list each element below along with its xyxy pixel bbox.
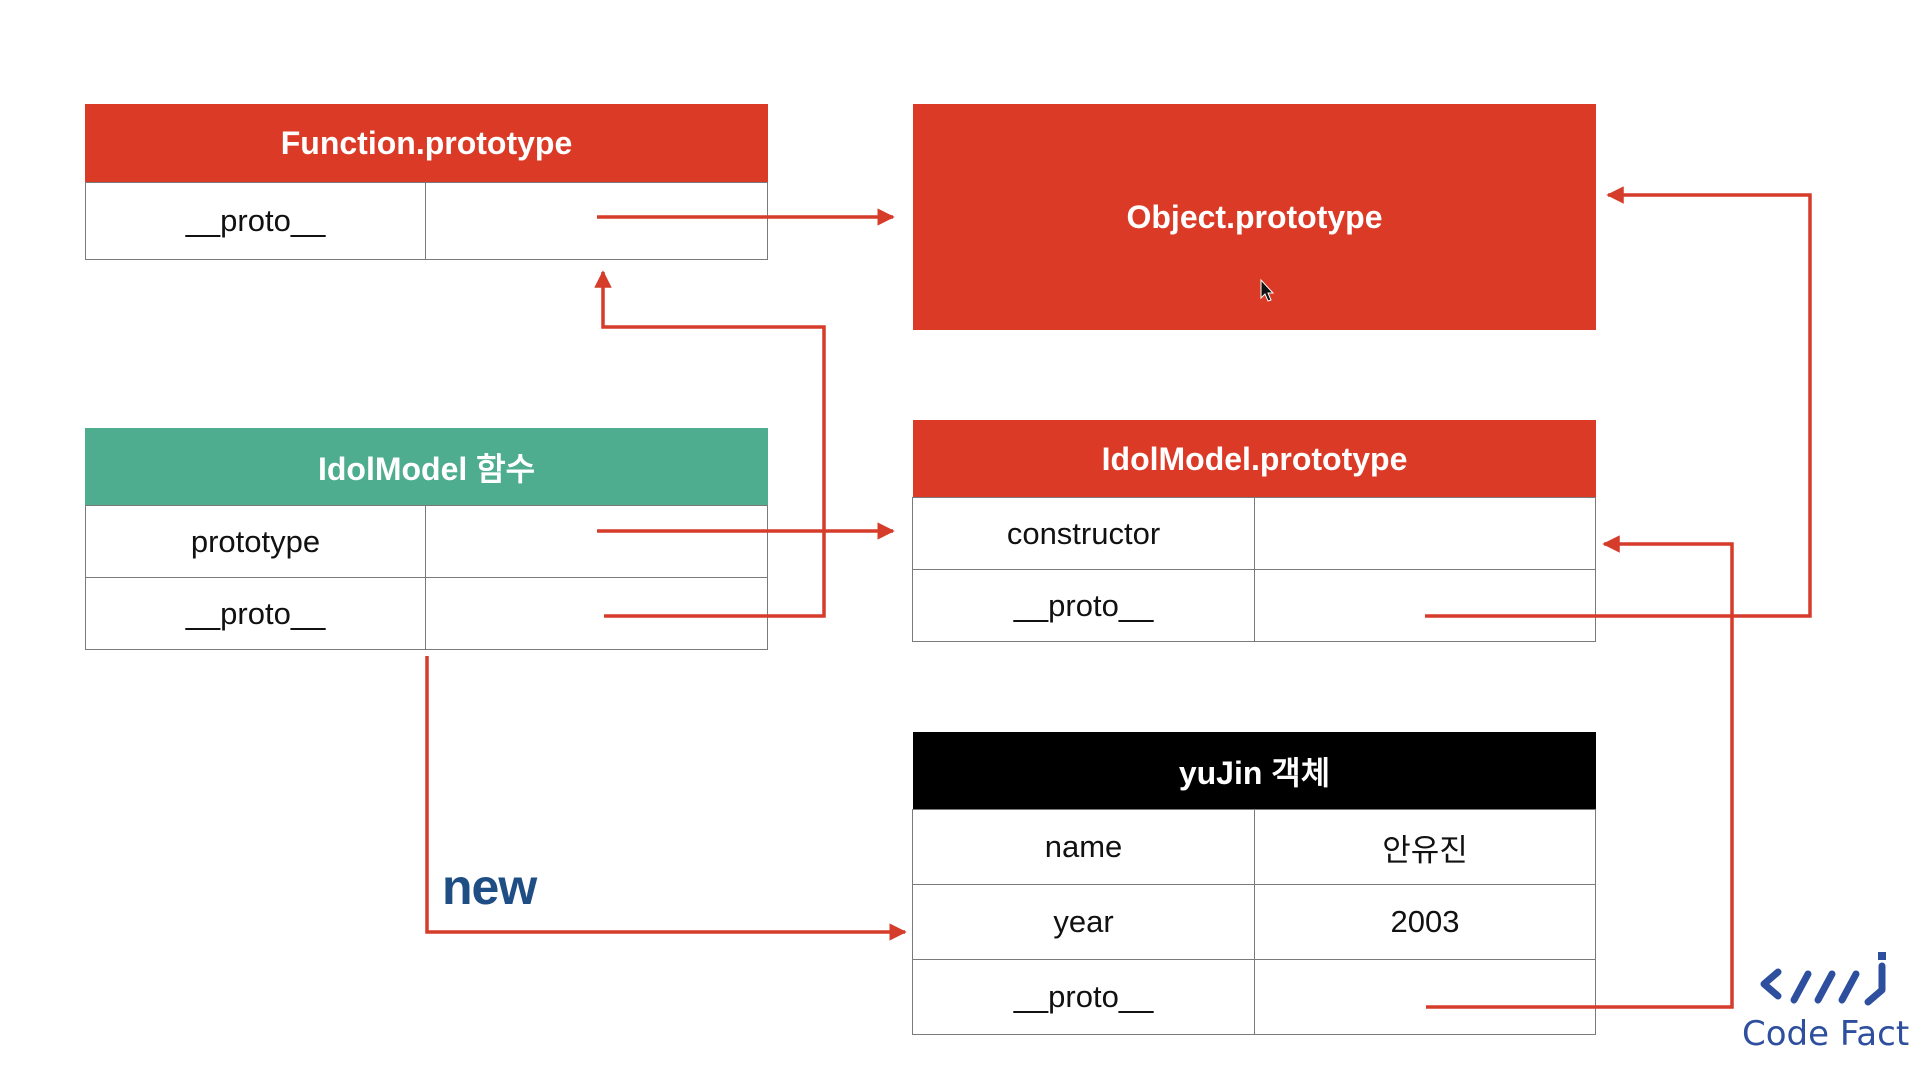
idolmodel-function-proto-value	[425, 577, 768, 650]
function-prototype-proto-key: __proto__	[85, 182, 426, 260]
idolmodel-prototype-title: IdolModel.prototype	[913, 420, 1596, 498]
mouse-pointer-icon	[1260, 278, 1275, 302]
idolmodel-prototype-constructor-key: constructor	[912, 497, 1255, 570]
new-label: new	[442, 859, 537, 915]
yujin-name-key: name	[912, 809, 1255, 885]
idolmodel-prototype-proto-value	[1254, 569, 1596, 642]
arrow-idolmodel-proto-to-function-prototype	[594, 270, 826, 618]
yujin-proto-value	[1254, 959, 1596, 1035]
yujin-proto-key: __proto__	[912, 959, 1255, 1035]
object-prototype-box: Object.prototype	[913, 104, 1596, 330]
function-prototype-proto-value	[425, 182, 768, 260]
yujin-year-key: year	[912, 884, 1255, 960]
code-brackets-icon	[1760, 952, 1886, 1006]
arrow-new-idolmodel-to-yujin	[425, 656, 907, 941]
arrow-idolmodel-prototype-proto-to-object-prototype	[1425, 186, 1812, 618]
yujin-object-title: yuJin 객체	[913, 732, 1596, 810]
function-prototype-title: Function.prototype	[85, 104, 768, 182]
yujin-name-value: 안유진	[1254, 809, 1596, 885]
yujin-year-value: 2003	[1254, 884, 1596, 960]
idolmodel-function-title: IdolModel 함수	[85, 428, 768, 506]
idolmodel-function-proto-key: __proto__	[85, 577, 426, 650]
code-factory-logo: Code Fact	[1742, 948, 1914, 1056]
idolmodel-prototype-proto-key: __proto__	[912, 569, 1255, 642]
logo-text: Code Fact	[1742, 1014, 1910, 1054]
arrow-yujin-proto-to-idolmodel-prototype	[1426, 535, 1734, 1009]
